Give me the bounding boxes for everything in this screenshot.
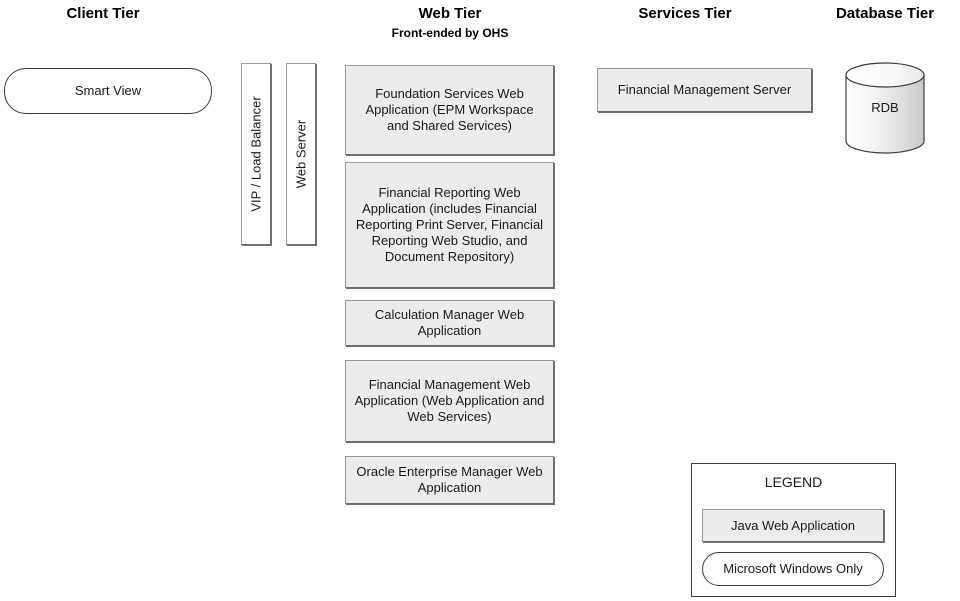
legend-item-microsoft-windows-only: Microsoft Windows Only — [702, 552, 884, 586]
bar-label: VIP / Load Balancer — [248, 96, 264, 212]
node-calculation-manager-web-application[interactable]: Calculation Manager Web Application — [345, 300, 554, 346]
node-label: Financial Management Server — [617, 82, 792, 97]
tier-subheading-web: Front-ended by OHS — [391, 26, 509, 40]
node-financial-reporting-web-application[interactable]: Financial Reporting Web Application (inc… — [345, 162, 554, 288]
node-smart-view[interactable]: Smart View — [4, 68, 212, 114]
node-label: Financial Management Web Application (We… — [354, 377, 545, 424]
tier-heading-services: Services Tier — [638, 5, 732, 22]
legend-item-label: Microsoft Windows Only — [723, 561, 863, 576]
legend-item-label: Java Web Application — [730, 517, 856, 533]
legend-item-java-web-application: Java Web Application — [702, 509, 884, 542]
legend-title: LEGEND — [764, 474, 823, 490]
tier-heading-database: Database Tier — [835, 5, 935, 22]
bar-vip-load-balancer[interactable]: VIP / Load Balancer — [241, 63, 271, 245]
node-label: RDB — [871, 100, 899, 115]
bar-label: Web Server — [293, 119, 309, 189]
node-label: Smart View — [74, 83, 142, 98]
tier-heading-web: Web Tier — [418, 5, 482, 22]
node-label: Financial Reporting Web Application (inc… — [355, 185, 544, 264]
node-foundation-services-web-application[interactable]: Foundation Services Web Application (EPM… — [345, 65, 554, 155]
tier-heading-client: Client Tier — [66, 5, 140, 22]
legend: LEGEND Java Web Application Microsoft Wi… — [691, 463, 896, 597]
database-cylinder-icon — [845, 62, 925, 154]
node-oracle-enterprise-manager-web-application[interactable]: Oracle Enterprise Manager Web Applicatio… — [345, 456, 554, 504]
node-rdb-database[interactable]: RDB — [845, 62, 925, 154]
bar-web-server[interactable]: Web Server — [286, 63, 316, 245]
node-label: Foundation Services Web Application (EPM… — [365, 86, 534, 133]
node-financial-management-server[interactable]: Financial Management Server — [597, 68, 812, 112]
node-label: Calculation Manager Web Application — [374, 307, 525, 338]
node-financial-management-web-application[interactable]: Financial Management Web Application (We… — [345, 360, 554, 442]
node-label: Oracle Enterprise Manager Web Applicatio… — [356, 464, 543, 495]
